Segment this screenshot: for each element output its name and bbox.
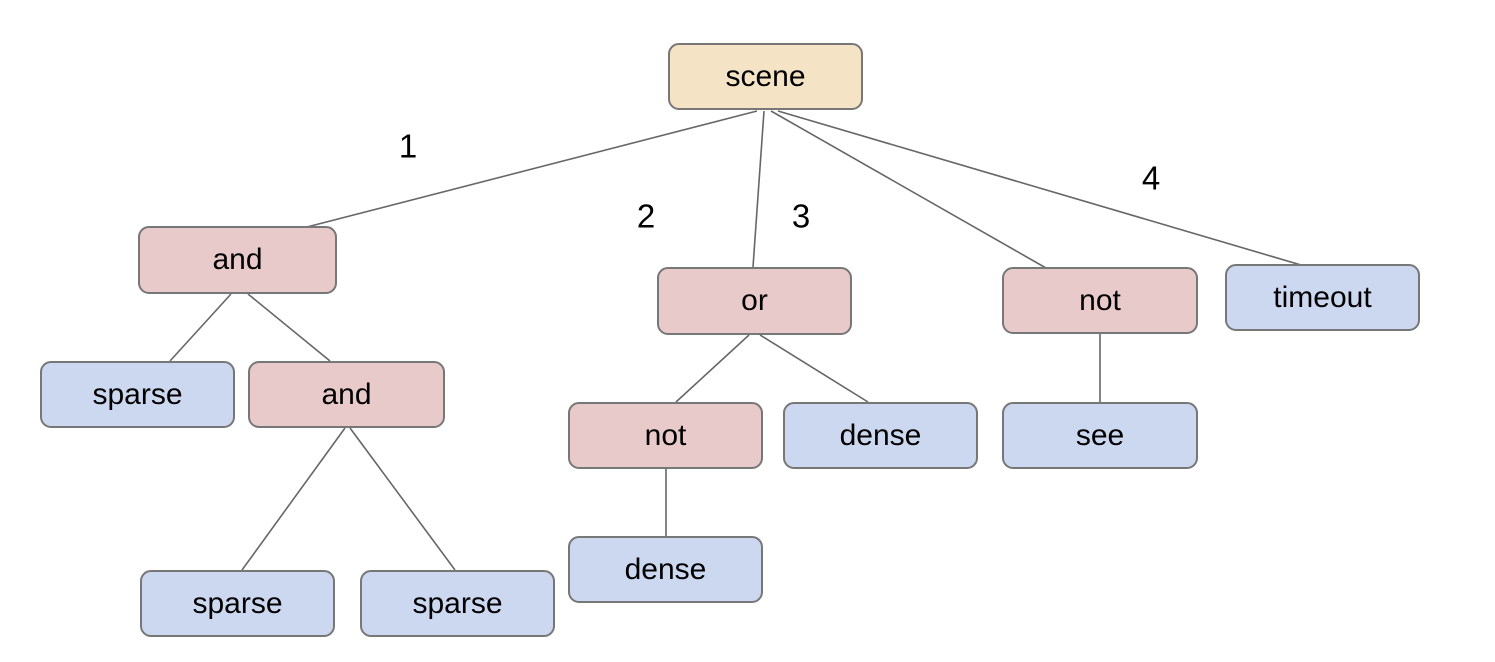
- edge-scene-timeout: [777, 110, 1302, 266]
- edge-scene-or: [752, 110, 765, 268]
- edge-and2-sparse2: [241, 427, 346, 571]
- node-not-2: not: [568, 402, 763, 469]
- edge-label-1: 1: [398, 127, 418, 165]
- node-see: see: [1002, 402, 1198, 469]
- edge-label-3: 3: [791, 197, 811, 235]
- node-not-1: not: [1002, 267, 1198, 334]
- node-dense-1: dense: [783, 402, 978, 469]
- node-sparse-2: sparse: [140, 570, 335, 637]
- edge-or-not: [675, 334, 750, 403]
- node-dense-2: dense: [568, 536, 763, 603]
- node-sparse-3: sparse: [360, 570, 555, 637]
- edge-label-2: 2: [636, 197, 656, 235]
- edge-and2-sparse3: [349, 427, 456, 571]
- edge-scene-not: [770, 110, 1047, 269]
- edge-and-and: [247, 293, 331, 362]
- edge-label-4: 4: [1141, 159, 1161, 197]
- node-and-1: and: [138, 226, 337, 294]
- node-timeout: timeout: [1225, 264, 1420, 331]
- edge-scene-and: [302, 110, 758, 229]
- edge-and-sparse: [169, 293, 232, 362]
- node-or: or: [657, 267, 852, 335]
- edge-or-dense: [759, 334, 869, 403]
- node-sparse-1: sparse: [40, 361, 235, 428]
- node-and-2: and: [248, 361, 445, 428]
- node-scene: scene: [668, 43, 863, 110]
